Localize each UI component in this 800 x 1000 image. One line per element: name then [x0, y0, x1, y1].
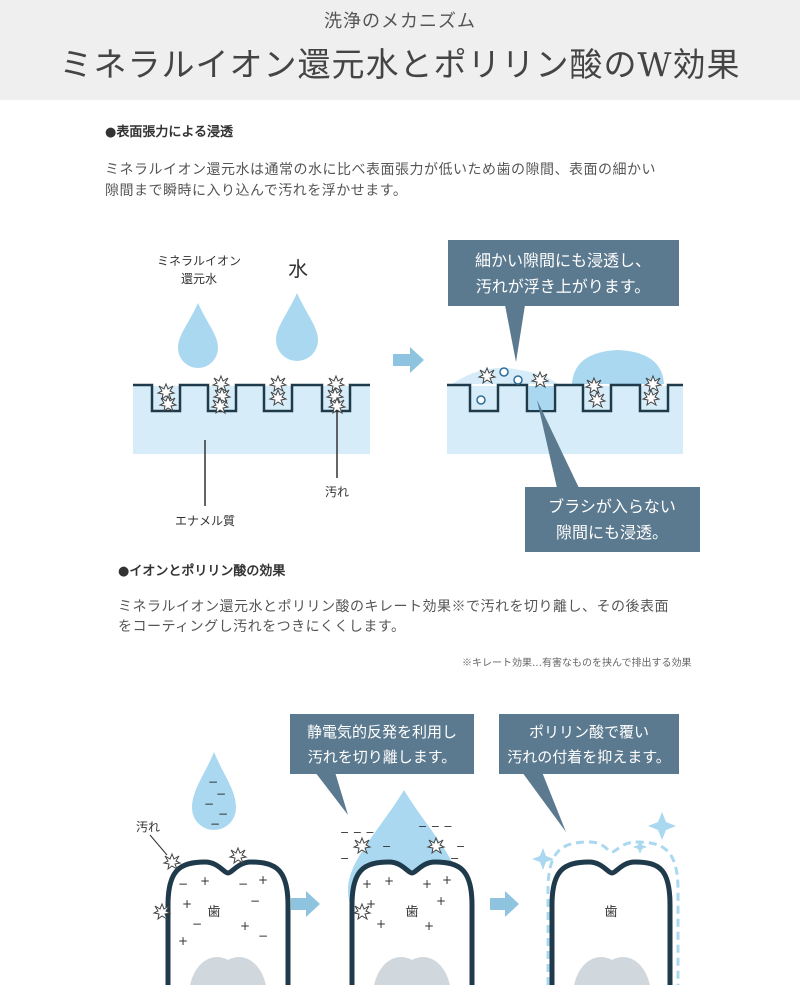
svg-text:+: + [258, 873, 268, 887]
section1-heading: ●表面張力による浸透 [105, 125, 233, 140]
svg-text:−: − [204, 797, 214, 811]
svg-text:+: + [422, 877, 432, 891]
svg-text:−: − [258, 929, 268, 943]
callout-bottom-line1: ブラシが入らない [548, 497, 676, 516]
svg-text:+: + [200, 874, 210, 888]
section2-body-line1: ミネラルイオン還元水とポリリン酸のキレート効果※で汚れを切り離し、その後表面 [118, 599, 669, 615]
callout-top-line1: 細かい隙間にも浸透し、 [475, 251, 651, 270]
tooth-stage3: 歯 ポリリン酸で覆い 汚れの付着を抑えます。 [499, 714, 680, 985]
svg-text:+: + [362, 877, 372, 891]
svg-text:−: − [216, 787, 226, 801]
tooth-label-stage2: 歯 [405, 905, 418, 920]
svg-text:− − −: − − − [340, 826, 375, 839]
svg-text:+: + [182, 897, 192, 911]
callout-stage2: 静電気的反発を利用し 汚れを切り離します。 [290, 714, 474, 815]
svg-text:−: − [208, 775, 218, 789]
mineral-water-drop [178, 303, 218, 368]
svg-text:−: − [218, 807, 228, 821]
label-mineral-line1: ミネラルイオン [157, 254, 241, 268]
callout-stage3: ポリリン酸で覆い 汚れの付着を抑えます。 [499, 714, 679, 832]
svg-text:− − −: − − − [418, 820, 453, 833]
section2-body-line2: をコーティングし汚れをつきにくくします。 [118, 619, 406, 635]
diagram1-before: ミネラルイオン 還元水 水 エナメル質 汚れ [133, 254, 370, 528]
svg-text:−: − [456, 840, 465, 853]
callout2b-line1: ポリリン酸で覆い [529, 723, 649, 741]
svg-text:−: − [250, 894, 260, 908]
page-title: ミネラルイオン還元水とポリリン酸のW効果 [59, 45, 741, 84]
tooth-label-stage3: 歯 [604, 905, 617, 920]
diagram2-arrow2-icon [490, 891, 519, 917]
label-water: 水 [288, 257, 308, 281]
svg-text:−: − [238, 877, 248, 891]
label-mineral-line2: 還元水 [181, 272, 217, 286]
svg-text:−: − [382, 840, 391, 853]
callout2a-line1: 静電気的反発を利用し [307, 723, 457, 741]
svg-text:+: + [178, 934, 188, 948]
plain-water-drop [276, 293, 318, 361]
svg-text:−: − [450, 852, 459, 865]
svg-text:+: + [424, 919, 434, 933]
svg-text:+: + [366, 897, 376, 911]
svg-text:−: − [192, 917, 202, 931]
diagram1-after: 細かい隙間にも浸透し、 汚れが浮き上がります。 ブラシが入らない 隙間にも浸透。 [447, 240, 700, 552]
callout2a-line2: 汚れを切り離します。 [308, 748, 457, 766]
chelate-note: ※キレート効果…有害なものを挟んで排出する効果 [462, 658, 692, 669]
diagram2-arrow1-icon [291, 891, 320, 917]
svg-text:+: + [384, 874, 394, 888]
svg-text:+: + [442, 873, 452, 887]
callout-top: 細かい隙間にも浸透し、 汚れが浮き上がります。 [448, 240, 679, 362]
label-enamel: エナメル質 [175, 513, 235, 528]
callout-bottom: ブラシが入らない 隙間にも浸透。 [525, 400, 700, 552]
header-banner: 洗浄のメカニズム ミネラルイオン還元水とポリリン酸のW効果 [0, 0, 800, 100]
callout-bottom-line2: 隙間にも浸透。 [556, 523, 668, 542]
label-dirt: 汚れ [325, 485, 349, 499]
page-subtitle: 洗浄のメカニズム [324, 11, 476, 32]
label-dirt-stage1: 汚れ [136, 820, 160, 834]
tooth-label-stage1: 歯 [207, 905, 220, 920]
svg-text:+: + [240, 919, 250, 933]
section2-heading: ●イオンとポリリン酸の効果 [118, 564, 286, 579]
tooth-stage1: −−−−− −+−+ +−−+ +− 歯 汚れ [136, 752, 291, 985]
callout2b-line2: 汚れの付着を抑えます。 [507, 748, 671, 766]
callout-top-line2: 汚れが浮き上がります。 [476, 277, 650, 296]
tooth-stage2: ++++ ++++ 歯 − − −−− − − −−− 静電気的反発を利用し 汚… [290, 714, 475, 985]
svg-text:−: − [178, 877, 188, 891]
svg-text:−: − [340, 852, 349, 865]
section1-body-line2: 隙間まで瞬時に入り込んで汚れを浮かせます。 [105, 183, 408, 199]
svg-text:+: + [436, 894, 446, 908]
svg-text:+: + [376, 917, 386, 931]
sparkle-icon [532, 812, 676, 870]
diagram1-arrow-icon [393, 347, 424, 373]
section1-body-line1: ミネラルイオン還元水は通常の水に比べ表面張力が低いため歯の隙間、表面の細かい [105, 162, 656, 178]
svg-text:−: − [210, 817, 220, 831]
